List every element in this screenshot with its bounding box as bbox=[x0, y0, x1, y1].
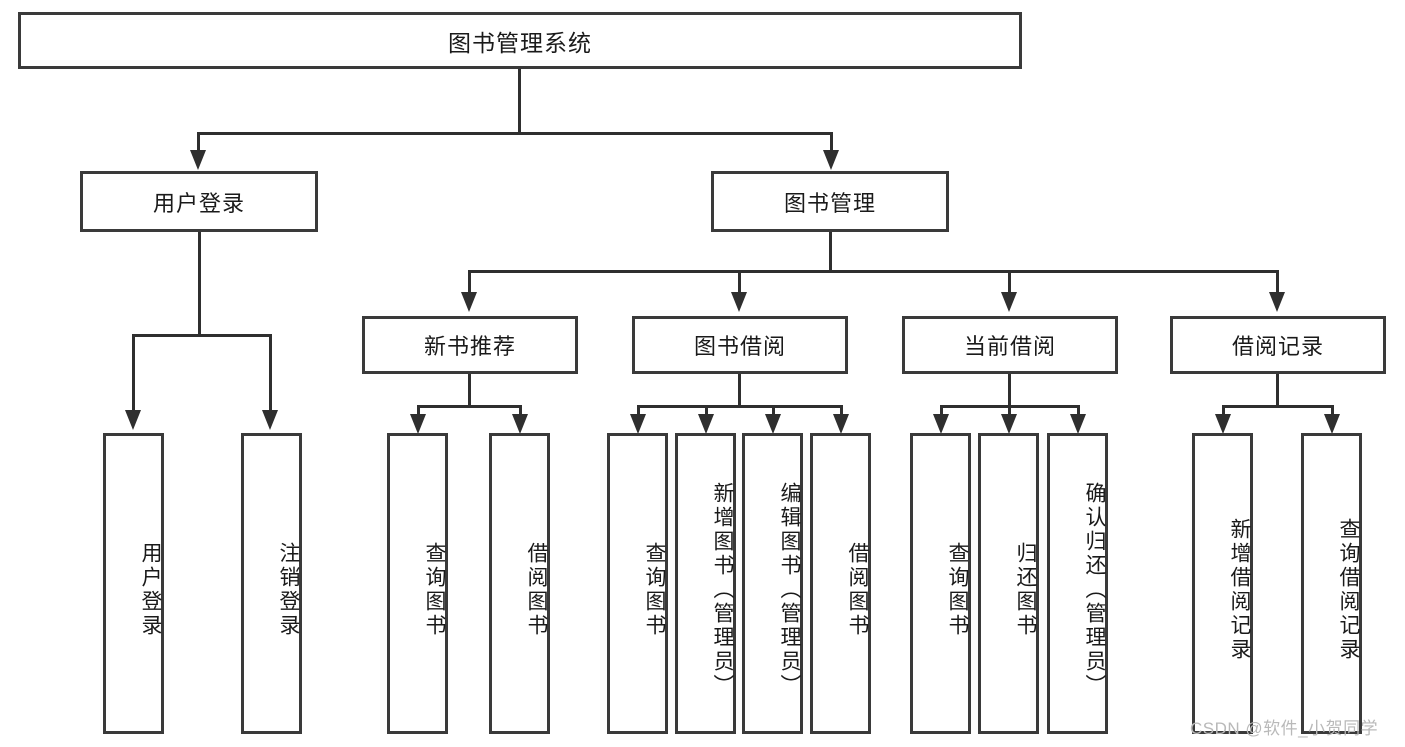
edge-new-book-stem bbox=[468, 374, 471, 407]
edge-book-manage-stem bbox=[829, 232, 832, 272]
node-new-book-recommend[interactable]: 新书推荐 bbox=[362, 316, 578, 374]
edge-book-borrow-stem bbox=[738, 374, 741, 407]
arrow-leaf-newbook-2 bbox=[512, 414, 528, 434]
node-current-borrow[interactable]: 当前借阅 bbox=[902, 316, 1118, 374]
arrow-borrow-record bbox=[1269, 292, 1285, 312]
arrow-current-borrow bbox=[1001, 292, 1017, 312]
node-user-login[interactable]: 用户登录 bbox=[80, 171, 318, 232]
edge-user-login-leafbus bbox=[132, 334, 271, 337]
edge-drop-book-manage bbox=[830, 132, 833, 154]
edge-current-borrow-stem bbox=[1008, 374, 1011, 407]
edge-drop-leaf-currentborrow-1 bbox=[940, 405, 943, 419]
leaf-newbook-query-book[interactable]: 查询图书 bbox=[387, 433, 448, 734]
arrow-book-borrow bbox=[731, 292, 747, 312]
edge-drop-leaf-newbook-1 bbox=[417, 405, 420, 419]
edge-level2-bus bbox=[197, 132, 833, 135]
edge-book-borrow-leafbus bbox=[637, 405, 843, 408]
arrow-leaf-borrowrecord-1 bbox=[1215, 414, 1231, 434]
arrow-leaf-currentborrow-2 bbox=[1001, 414, 1017, 434]
leaf-newbook-borrow-book[interactable]: 借阅图书 bbox=[489, 433, 550, 734]
edge-drop-book-borrow bbox=[738, 270, 741, 296]
node-book-management[interactable]: 图书管理 bbox=[711, 171, 949, 232]
edge-drop-leaf-user-login-2 bbox=[269, 334, 272, 414]
leaf-bookborrow-borrow-book[interactable]: 借阅图书 bbox=[810, 433, 871, 734]
edge-new-book-leafbus bbox=[417, 405, 522, 408]
edge-drop-leaf-bookborrow-4 bbox=[840, 405, 843, 419]
edge-drop-leaf-bookborrow-1 bbox=[637, 405, 640, 419]
edge-drop-leaf-newbook-2 bbox=[519, 405, 522, 419]
leaf-bookborrow-query-book[interactable]: 查询图书 bbox=[607, 433, 668, 734]
edge-drop-leaf-currentborrow-3 bbox=[1077, 405, 1080, 419]
arrow-leaf-user-login-2 bbox=[262, 410, 278, 430]
edge-drop-leaf-borrowrecord-1 bbox=[1222, 405, 1225, 419]
leaf-user-login-logout[interactable]: 注销登录 bbox=[241, 433, 302, 734]
node-book-borrow[interactable]: 图书借阅 bbox=[632, 316, 848, 374]
edge-root-stem bbox=[518, 69, 521, 134]
leaf-borrowrecord-query-record[interactable]: 查询借阅记录 bbox=[1301, 433, 1362, 734]
watermark-credit: CSDN @软件_小贺同学 bbox=[1190, 719, 1379, 738]
edge-drop-current-borrow bbox=[1008, 270, 1011, 296]
edge-drop-borrow-record bbox=[1276, 270, 1279, 296]
edge-borrow-record-leafbus bbox=[1222, 405, 1334, 408]
leaf-currentborrow-confirm-return-admin[interactable]: 确认归还（管理员） bbox=[1047, 433, 1108, 734]
arrow-leaf-newbook-1 bbox=[410, 414, 426, 434]
arrow-leaf-bookborrow-1 bbox=[630, 414, 646, 434]
edge-user-login-stem bbox=[198, 232, 201, 336]
arrow-leaf-bookborrow-4 bbox=[833, 414, 849, 434]
node-root-system[interactable]: 图书管理系统 bbox=[18, 12, 1022, 69]
leaf-bookborrow-edit-book-admin[interactable]: 编辑图书（管理员） bbox=[742, 433, 803, 734]
arrow-book-manage bbox=[823, 150, 839, 170]
arrow-leaf-currentborrow-3 bbox=[1070, 414, 1086, 434]
arrow-leaf-currentborrow-1 bbox=[933, 414, 949, 434]
edge-drop-leaf-currentborrow-2 bbox=[1008, 405, 1011, 419]
arrow-leaf-bookborrow-3 bbox=[765, 414, 781, 434]
edge-drop-new-book bbox=[468, 270, 471, 296]
arrow-leaf-user-login-1 bbox=[125, 410, 141, 430]
arrow-leaf-borrowrecord-2 bbox=[1324, 414, 1340, 434]
leaf-bookborrow-add-book-admin[interactable]: 新增图书（管理员） bbox=[675, 433, 736, 734]
edge-drop-leaf-bookborrow-3 bbox=[772, 405, 775, 419]
edge-drop-leaf-bookborrow-2 bbox=[705, 405, 708, 419]
edge-level3-bus bbox=[468, 270, 1279, 273]
leaf-currentborrow-return-book[interactable]: 归还图书 bbox=[978, 433, 1039, 734]
node-borrow-record[interactable]: 借阅记录 bbox=[1170, 316, 1386, 374]
arrow-leaf-bookborrow-2 bbox=[698, 414, 714, 434]
arrow-user-login bbox=[190, 150, 206, 170]
leaf-user-login-login[interactable]: 用户登录 bbox=[103, 433, 164, 734]
leaf-borrowrecord-add-record[interactable]: 新增借阅记录 bbox=[1192, 433, 1253, 734]
arrow-new-book bbox=[461, 292, 477, 312]
leaf-currentborrow-query-book[interactable]: 查询图书 bbox=[910, 433, 971, 734]
edge-drop-leaf-user-login-1 bbox=[132, 334, 135, 414]
edge-drop-user-login bbox=[197, 132, 200, 154]
edge-drop-leaf-borrowrecord-2 bbox=[1331, 405, 1334, 419]
edge-borrow-record-stem bbox=[1276, 374, 1279, 407]
